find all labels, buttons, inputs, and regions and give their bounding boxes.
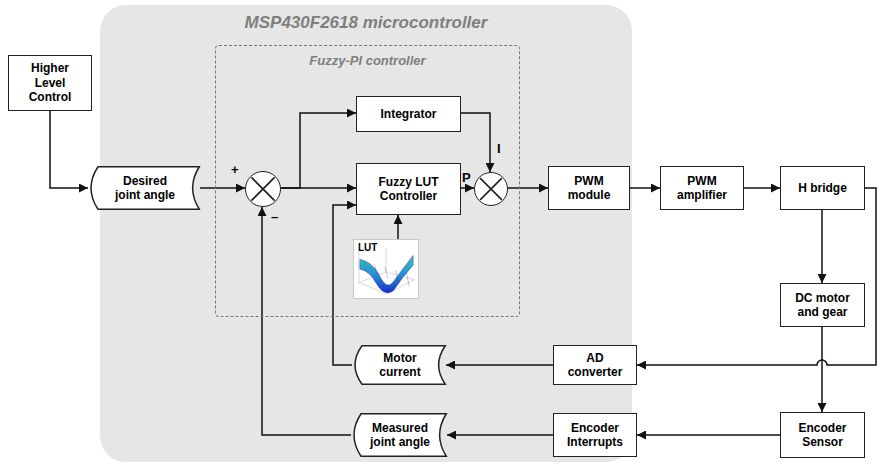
summing-junction [245,171,281,207]
process-box: DC motor and gear [780,283,865,327]
signal-arrow [637,434,780,436]
group-title: Fuzzy-PI controller [309,53,425,68]
box-label: AD converter [564,351,626,380]
sign-label: + [231,163,239,176]
signal-arrow [262,207,351,435]
sign-label: – [271,210,278,223]
process-box: Encoder Interrupts [553,413,637,457]
box-label: PWM amplifier [671,174,733,203]
microcontroller-panel: MSP430F2618 microcontrollerFuzzy-PI cont… [100,5,632,462]
box-label: PWM module [561,174,617,203]
box-label: Measured joint angle [364,421,436,450]
process-box: Integrator [356,96,461,132]
signal-arrow [446,364,553,366]
panel-shape [100,5,632,462]
process-box: Fuzzy LUT Controller [356,163,461,215]
controller-group: Fuzzy-PI controllerIntegratorFuzzy LUT C… [215,45,520,317]
box-label: Higher Level Control [22,61,78,104]
box-label: Desired joint angle [109,174,181,203]
panel-title: MSP430F2618 microcontroller [245,13,488,33]
box-label: Encoder Sensor [795,421,851,450]
sign-label: P [462,171,471,184]
multiply-symbol [475,173,507,205]
box-label: Fuzzy LUT Controller [369,175,449,204]
process-box: H bridge [780,166,865,210]
box-label: Motor current [370,351,430,380]
signal-arrow [200,187,245,189]
plot-label: LUT [358,242,377,254]
multiply-symbol [246,172,280,206]
process-box: Higher Level Control [8,55,92,111]
signal-arrow [821,327,823,412]
box-label: H bridge [798,181,847,195]
box-label: Integrator [380,107,436,121]
box-label: DC motor and gear [791,291,855,320]
signal-arrow [461,187,474,189]
sign-label: I [497,142,501,155]
signal-arrow [461,113,490,172]
data-block: Measured joint angle [351,413,447,457]
data-block: Motor current [352,345,446,385]
signal-arrow [397,215,399,239]
signal-arrow [821,210,823,283]
process-box: AD converter [553,345,637,385]
signal-arrow [630,187,660,189]
signal-arrow [508,187,548,189]
data-block: Desired joint angle [88,166,200,210]
signal-arrow [50,111,88,188]
summing-junction [474,172,508,206]
signal-arrow [281,113,356,188]
box-label: Encoder Interrupts [561,421,629,450]
signal-arrow [637,188,876,365]
process-box: PWM module [548,166,630,210]
signal-arrow [447,434,553,436]
process-box: Encoder Sensor [780,412,865,458]
signal-arrow [744,187,780,189]
lut-surface-plot: LUT [353,239,419,299]
process-box: PWM amplifier [660,166,744,210]
signal-arrow [281,187,356,189]
